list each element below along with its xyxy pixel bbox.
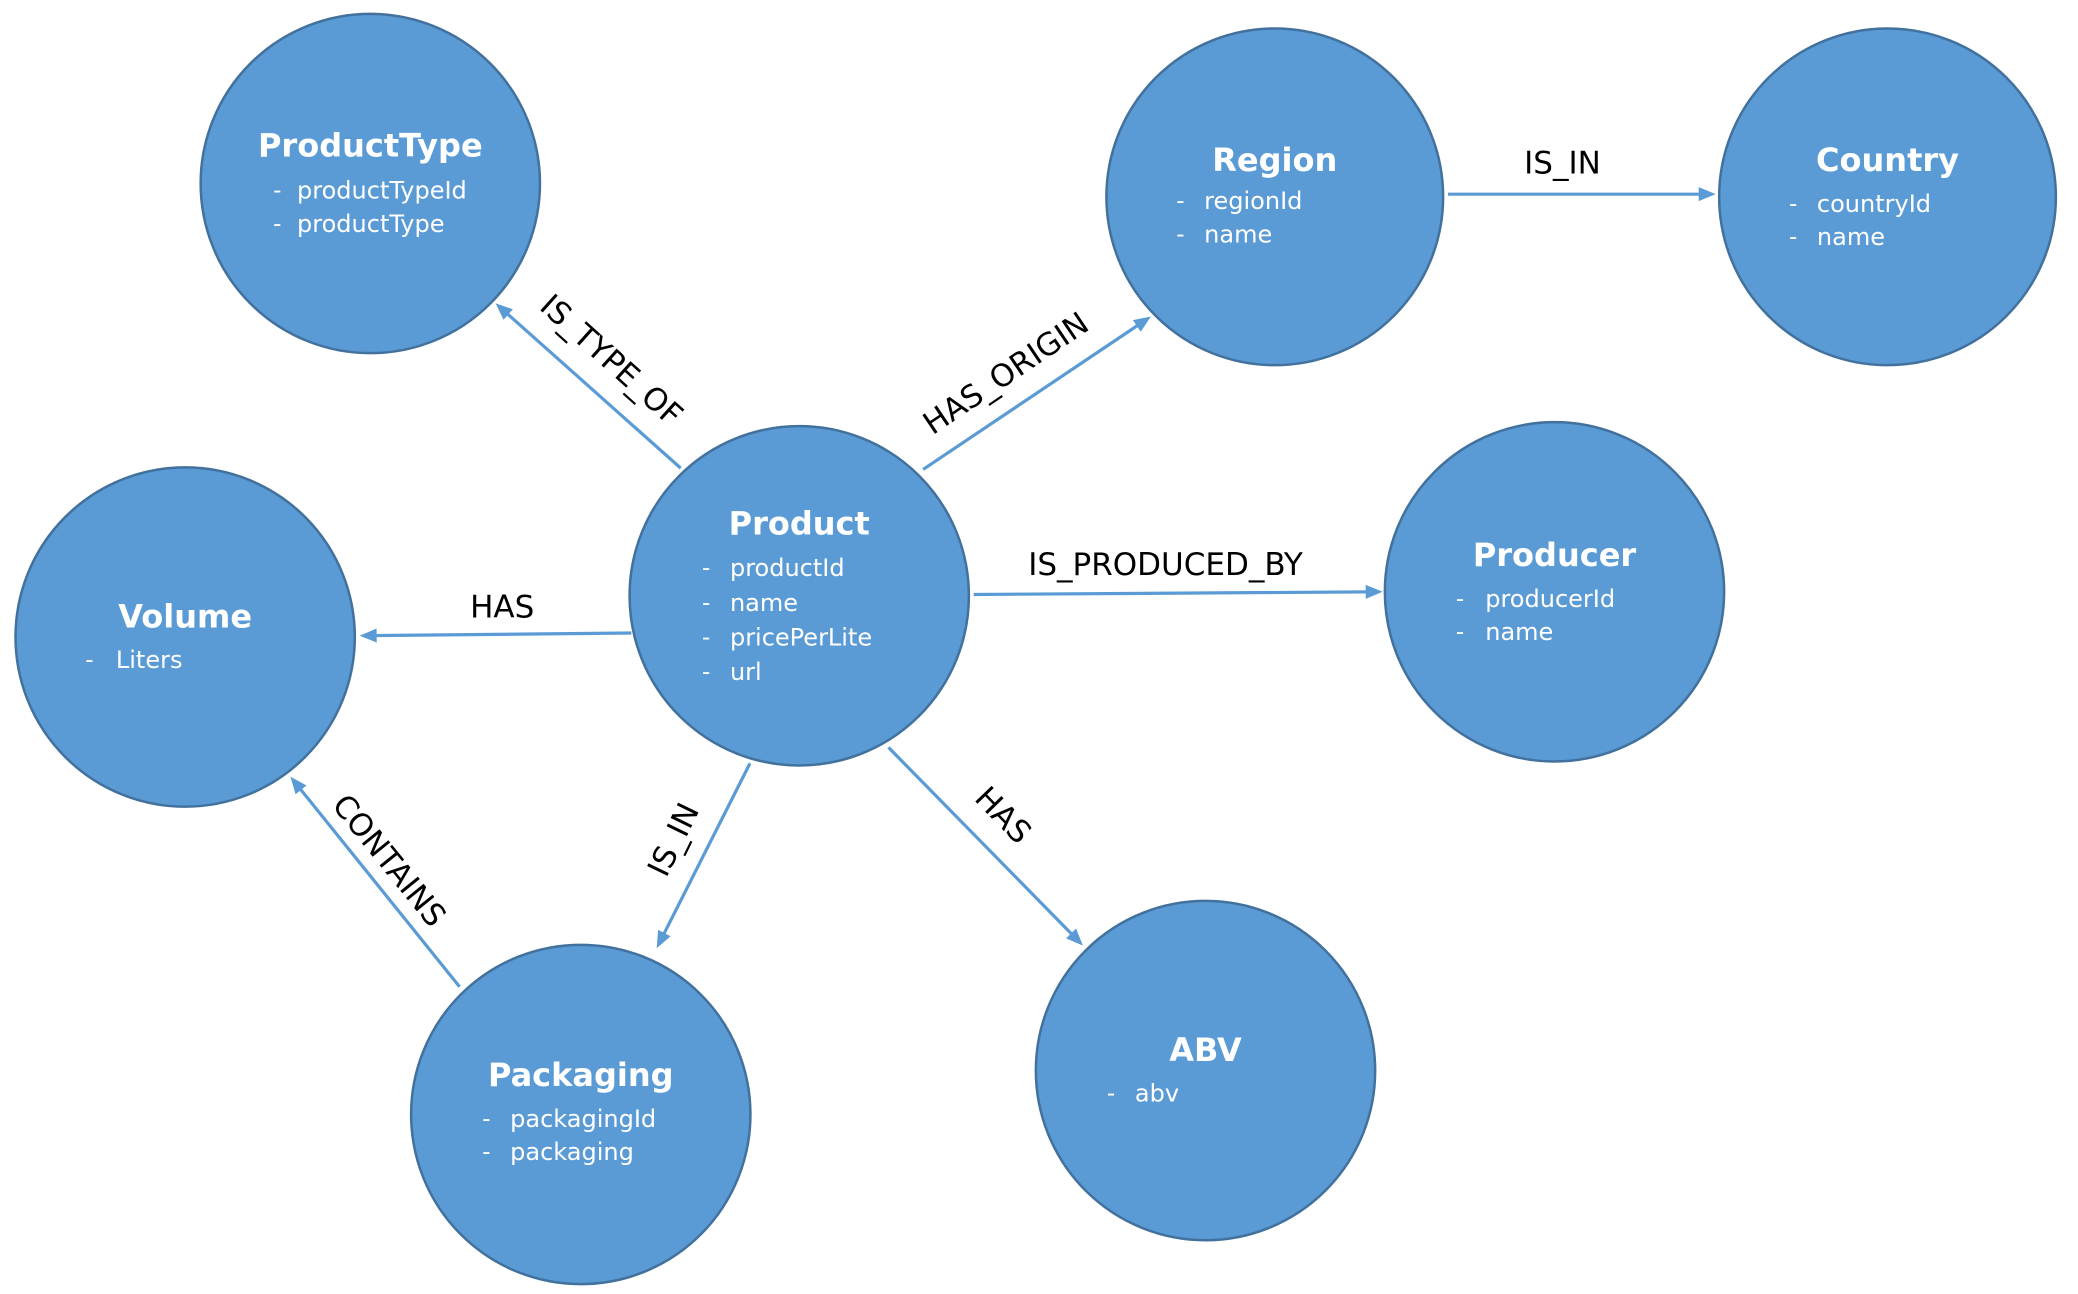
edge-label: IS_IN xyxy=(1524,145,1601,181)
node-circle xyxy=(1105,27,1445,367)
node-property: name xyxy=(1485,618,1553,646)
node-title: ProductType xyxy=(258,127,483,165)
node-property: productType xyxy=(297,210,444,238)
arrow-head-icon xyxy=(359,628,377,643)
arrow-head-icon xyxy=(290,776,307,795)
edge-label: HAS xyxy=(470,590,534,626)
node-circle xyxy=(199,12,542,355)
node-property: pricePerLite xyxy=(730,623,872,651)
arrow-head-icon xyxy=(1365,584,1383,599)
bullet-dash: - xyxy=(1789,191,1797,217)
bullet-dash: - xyxy=(1176,222,1184,248)
node-title: Product xyxy=(729,504,870,542)
node-property: producerId xyxy=(1485,585,1615,613)
edge-line xyxy=(922,323,1140,471)
node-abv[interactable]: ABV -abv xyxy=(1034,899,1377,1242)
node-producttype[interactable]: ProductType -productTypeId-productType xyxy=(199,12,542,355)
node-property: name xyxy=(1817,223,1885,251)
edge-line xyxy=(505,312,682,470)
node-country[interactable]: Country-countryId-name xyxy=(1717,27,2058,367)
arrow-head-icon xyxy=(1132,316,1151,332)
edge-product-producer: IS_PRODUCED_BY xyxy=(973,547,1383,599)
node-circle xyxy=(1717,27,2058,367)
edge-label: HAS_ORIGIN xyxy=(917,305,1096,442)
arrow-head-icon xyxy=(656,929,671,949)
bullet-dash: - xyxy=(1456,586,1464,612)
edge-product-volume: HAS xyxy=(359,590,632,643)
edge-label: IS_PRODUCED_BY xyxy=(1028,547,1303,583)
node-property: name xyxy=(730,589,798,617)
node-product[interactable]: Product-productId-name-pricePerLite-url xyxy=(628,424,971,767)
edge-line xyxy=(887,746,1074,936)
node-producer[interactable]: Producer-producerId-name xyxy=(1383,420,1726,763)
node-property: packagingId xyxy=(510,1105,656,1133)
arrow-head-icon xyxy=(1698,187,1716,202)
bullet-dash: - xyxy=(1456,620,1464,646)
node-packaging[interactable]: Packaging -packagingId-packaging xyxy=(409,943,752,1286)
bullet-dash: - xyxy=(482,1106,490,1132)
node-property: abv xyxy=(1135,1080,1179,1108)
node-property: countryId xyxy=(1817,190,1931,218)
node-property: regionId xyxy=(1204,187,1302,215)
node-property: productTypeId xyxy=(297,177,467,205)
bullet-dash: - xyxy=(273,178,281,204)
node-title: ABV xyxy=(1169,1031,1242,1069)
edge-product-abv: HAS xyxy=(887,746,1083,946)
node-region[interactable]: Region -regionId-name xyxy=(1105,27,1445,367)
node-property: packaging xyxy=(510,1138,634,1166)
node-title: Country xyxy=(1816,141,1959,179)
node-property: name xyxy=(1204,220,1272,248)
node-title: Packaging xyxy=(488,1056,674,1094)
bullet-dash: - xyxy=(273,211,281,237)
node-circle xyxy=(1034,899,1377,1242)
node-title: Region xyxy=(1212,141,1337,179)
node-circle xyxy=(409,943,752,1286)
node-volume[interactable]: Volume-Liters xyxy=(14,466,357,808)
arrow-head-icon xyxy=(495,303,513,320)
bullet-dash: - xyxy=(85,647,93,673)
node-circle xyxy=(14,466,357,808)
edge-label: CONTAINS xyxy=(325,788,453,934)
edge-line xyxy=(298,787,461,988)
node-property: Liters xyxy=(116,646,183,674)
edge-label: IS_TYPE_OF xyxy=(533,288,690,434)
edge-line xyxy=(662,762,752,936)
node-property: productId xyxy=(730,554,845,582)
node-circle xyxy=(628,424,971,767)
edge-product-region: HAS_ORIGIN xyxy=(917,305,1151,471)
bullet-dash: - xyxy=(702,659,710,685)
bullet-dash: - xyxy=(702,556,710,582)
bullet-dash: - xyxy=(1107,1081,1115,1107)
edge-product-packaging: IS_IN xyxy=(641,762,752,949)
edge-product-producttype: IS_TYPE_OF xyxy=(495,288,690,470)
bullet-dash: - xyxy=(702,625,710,651)
bullet-dash: - xyxy=(702,590,710,616)
node-circle xyxy=(1383,420,1726,763)
edge-line xyxy=(374,631,632,638)
edge-packaging-volume: CONTAINS xyxy=(290,776,461,988)
bullet-dash: - xyxy=(1176,189,1184,215)
node-title: Volume xyxy=(118,597,252,635)
bullet-dash: - xyxy=(1789,225,1797,251)
node-property: url xyxy=(730,658,762,686)
edge-region-country: IS_IN xyxy=(1447,145,1716,202)
arrow-head-icon xyxy=(1066,928,1083,946)
node-title: Producer xyxy=(1473,536,1637,574)
edge-line xyxy=(973,590,1368,597)
bullet-dash: - xyxy=(482,1140,490,1166)
